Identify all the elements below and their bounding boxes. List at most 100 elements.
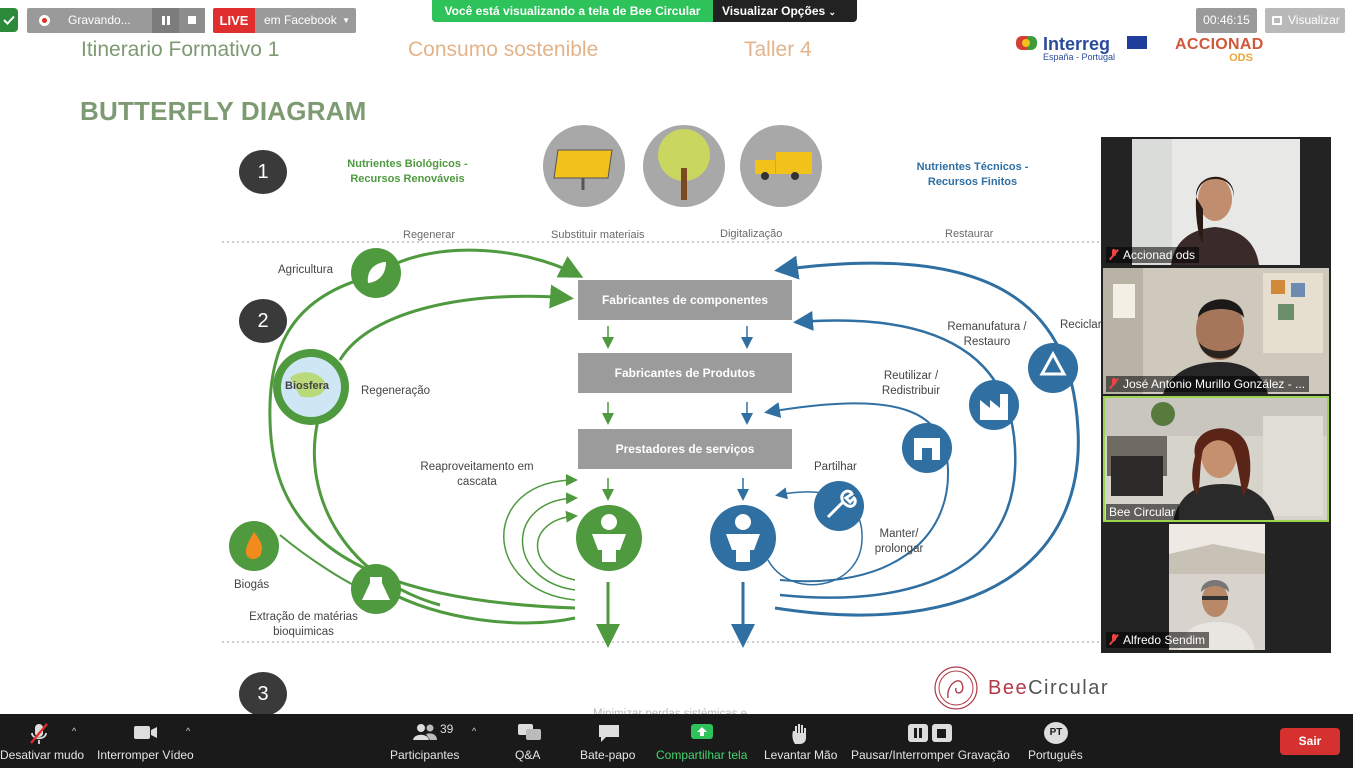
bee-circular-emblem-icon <box>934 666 978 710</box>
pause-stop-recording-label: Pausar/Interromper Gravação <box>851 748 1010 762</box>
language-label: Português <box>1028 748 1083 762</box>
label-extracao: Extração de matérias bioquimicas <box>249 611 358 638</box>
participant-tile-active-speaker[interactable]: Bee Circular <box>1103 396 1329 522</box>
share-screen-icon <box>691 724 713 739</box>
chevron-down-icon: ▼ <box>342 16 350 25</box>
label-biogas: Biogás <box>234 579 270 591</box>
language-badge-icon: PT <box>1044 722 1068 744</box>
participant-name-label: José Antonio Murillo González - ... <box>1106 376 1310 392</box>
language-interpretation-button[interactable]: PT Português <box>1028 714 1086 768</box>
chat-button[interactable]: Bate-papo <box>580 714 638 768</box>
label-reciclar: Reciclar <box>1060 319 1102 331</box>
bio-nutrients-heading: Nutrientes Biológicos - Recursos Renováv… <box>347 158 468 185</box>
participant-name-label: Alfredo Sendim <box>1106 632 1210 648</box>
step-3-badge: 3 <box>239 672 287 716</box>
participant-video-feed <box>1103 268 1329 394</box>
chat-bubble-icon <box>599 725 619 742</box>
share-banner-text: Você está visualizando a tela de Bee Cir… <box>432 0 713 22</box>
participant-count: 39 <box>440 722 454 736</box>
participant-name-label: Accionad ods <box>1106 247 1200 263</box>
label-digitalizacao: Digitalização <box>720 228 783 240</box>
box-component-makers: Fabricantes de componentes <box>578 280 792 320</box>
box-product-makers: Fabricantes de Produtos <box>578 353 792 393</box>
meeting-timer: 00:46:15 <box>1196 8 1257 33</box>
participants-label: Participantes <box>390 748 460 762</box>
pause-stop-icon <box>908 724 952 742</box>
participant-tile[interactable]: Alfredo Sendim <box>1103 524 1329 650</box>
video-camera-icon <box>134 726 157 739</box>
mic-muted-icon <box>1109 249 1119 260</box>
live-destination-dropdown[interactable]: em Facebook ▼ <box>255 8 356 33</box>
recording-indicator: Gravando... <box>27 8 205 33</box>
step-1-badge: 1 <box>239 150 287 194</box>
raise-hand-icon <box>792 724 806 744</box>
mic-muted-icon <box>1109 378 1119 389</box>
view-button[interactable]: Visualizar <box>1265 8 1345 33</box>
label-restaurar: Restaurar <box>945 228 994 240</box>
step-2-badge: 2 <box>239 299 287 343</box>
raise-hand-label: Levantar Mão <box>764 748 838 762</box>
share-screen-button[interactable]: Compartilhar tela <box>656 714 749 768</box>
slide-header-topic: Consumo sostenible <box>408 38 599 61</box>
butterfly-diagram <box>222 125 1100 648</box>
eu-flag-icon <box>1127 36 1147 49</box>
view-options-button[interactable]: Visualizar Opções ⌄ <box>722 4 837 18</box>
audio-options-caret-icon[interactable]: ^ <box>72 726 77 736</box>
slide-header-itinerary: Itinerario Formativo 1 <box>81 38 280 61</box>
accionad-logo: ACCIONAD ODS <box>1175 36 1264 64</box>
view-button-label: Visualizar <box>1288 13 1340 27</box>
record-icon <box>39 15 50 26</box>
participants-button[interactable]: 39 Participantes <box>390 714 460 768</box>
interreg-logo: Interreg España - Portugal <box>1016 34 1151 73</box>
participants-caret-icon[interactable]: ^ <box>472 726 477 736</box>
label-biosfera: Biosfera <box>285 380 330 392</box>
slide-header-workshop: Taller 4 <box>744 38 812 61</box>
chat-label: Bate-papo <box>580 748 636 762</box>
participant-name-label: Bee Circular <box>1106 504 1180 520</box>
bee-circular-logo: BeeCircular <box>930 664 1150 710</box>
leave-meeting-button[interactable]: Sair <box>1280 728 1340 755</box>
box-service-providers: Prestadores de serviços <box>578 429 792 469</box>
qa-button[interactable]: Q&A <box>515 714 545 768</box>
participant-video-feed <box>1103 139 1329 265</box>
recording-label: Gravando... <box>68 13 131 27</box>
interreg-emblem-icon <box>1016 36 1037 50</box>
live-badge: LIVE <box>213 8 255 33</box>
participant-tile[interactable]: Accionad ods <box>1103 139 1329 265</box>
label-regenerar: Regenerar <box>403 229 455 241</box>
label-manter: Manter/ prolongar <box>874 528 924 555</box>
label-remanufatura: Remanufatura / Restauro <box>947 321 1027 348</box>
participant-video-feed <box>1103 396 1329 522</box>
slide-title: BUTTERFLY DIAGRAM <box>80 96 367 126</box>
label-cascata: Reaproveitamento em cascata <box>420 461 534 488</box>
video-options-caret-icon[interactable]: ^ <box>186 726 191 736</box>
unmute-button[interactable]: Desativar mudo <box>0 714 84 768</box>
label-partilhar: Partilhar <box>814 461 857 473</box>
label-substituir: Substituir materiais <box>551 229 645 241</box>
mic-muted-icon <box>30 723 48 744</box>
label-regeneracao: Regeneração <box>361 385 431 397</box>
participant-video-feed <box>1103 524 1329 650</box>
pause-stop-recording-button[interactable]: Pausar/Interromper Gravação <box>851 714 1011 768</box>
security-shield-icon[interactable] <box>0 8 18 32</box>
share-screen-label: Compartilhar tela <box>656 748 748 762</box>
chevron-down-icon: ⌄ <box>828 7 837 17</box>
participants-icon <box>413 724 437 740</box>
stop-video-button[interactable]: Interromper Vídeo <box>97 714 197 768</box>
mic-muted-icon <box>1109 634 1119 645</box>
unmute-label: Desativar mudo <box>0 748 85 762</box>
participant-panel: Accionad ods José Antonio Murillo Gonzál… <box>1101 137 1331 653</box>
pause-recording-button[interactable] <box>152 8 179 33</box>
raise-hand-button[interactable]: Levantar Mão <box>764 714 838 768</box>
tech-nutrients-heading: Nutrientes Técnicos - Recursos Finitos <box>916 161 1029 188</box>
screen-share-banner: Você está visualizando a tela de Bee Cir… <box>432 0 857 22</box>
live-destination-label: em Facebook <box>264 13 337 27</box>
stop-recording-button[interactable] <box>179 8 205 33</box>
qa-label: Q&A <box>515 748 541 762</box>
participant-tile[interactable]: José Antonio Murillo González - ... <box>1103 268 1329 394</box>
label-reutilizar: Reutilizar / Redistribuir <box>881 370 941 397</box>
label-agricultura: Agricultura <box>278 264 333 276</box>
qa-icon <box>518 724 541 740</box>
meeting-toolbar: Desativar mudo ^ Interromper Vídeo ^ 39 … <box>0 714 1353 768</box>
